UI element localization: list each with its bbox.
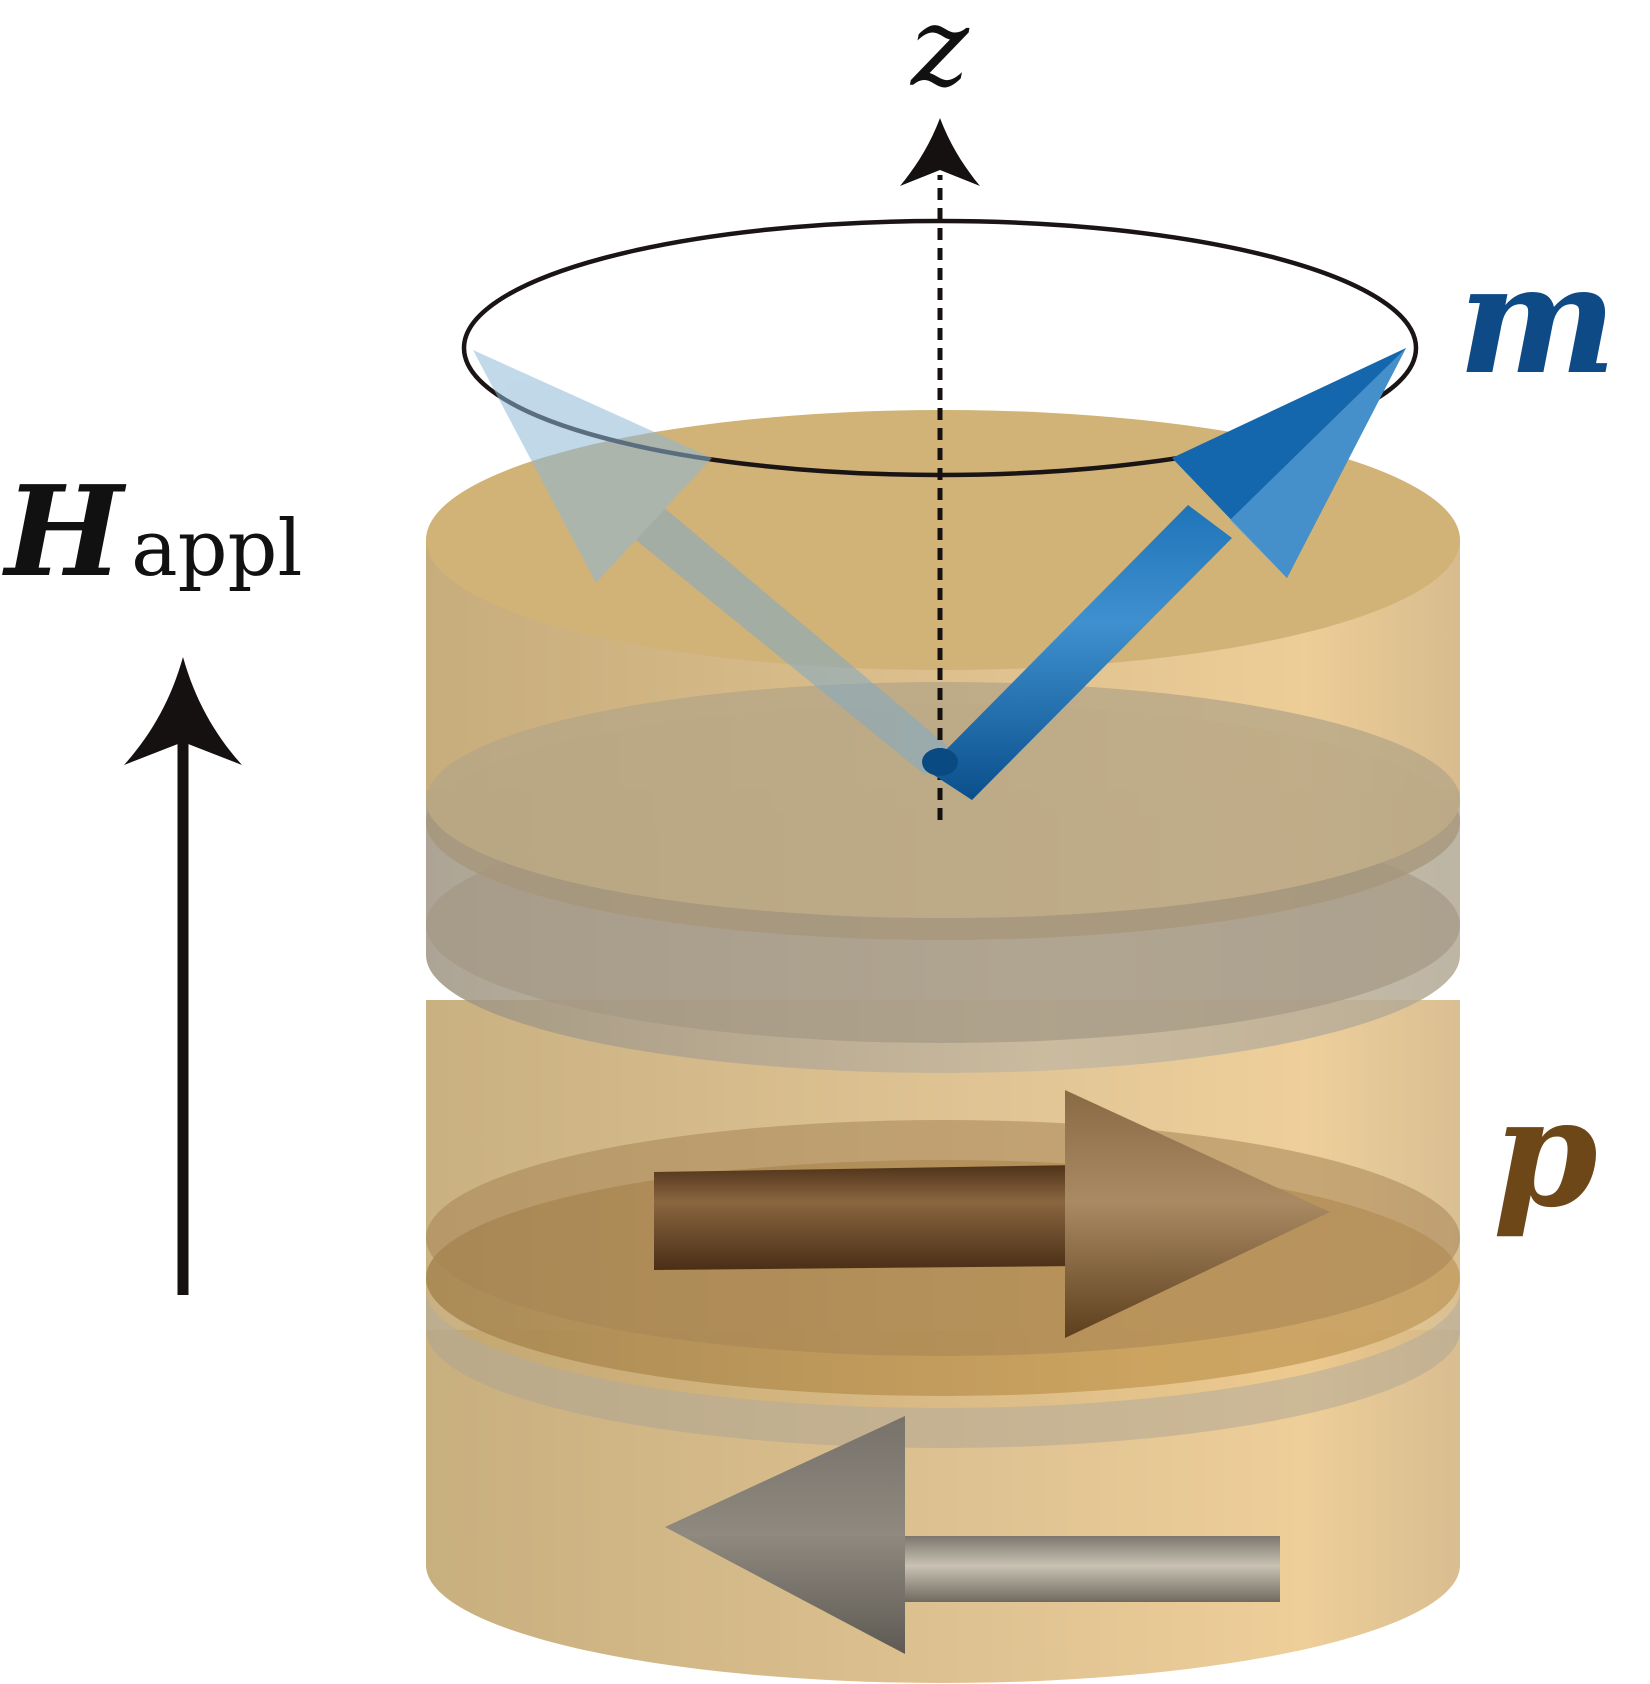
p-label: p (1493, 1065, 1598, 1241)
free-layer-bottom-disk (426, 682, 1460, 918)
m-label: m (1458, 232, 1617, 408)
m-vector-previous (473, 350, 950, 775)
field-subscript: appl (131, 504, 302, 594)
layer-stack (426, 410, 1460, 1683)
z-axis (900, 118, 980, 820)
p-vector (654, 1090, 1330, 1338)
z-axis-label: z (909, 0, 970, 111)
m-vector (922, 348, 1406, 800)
field-symbol: H (2, 459, 127, 605)
bottom-separator (426, 1290, 1460, 1448)
applied-field-arrow (124, 657, 242, 1295)
fixed-layer-vector (665, 1416, 1280, 1654)
